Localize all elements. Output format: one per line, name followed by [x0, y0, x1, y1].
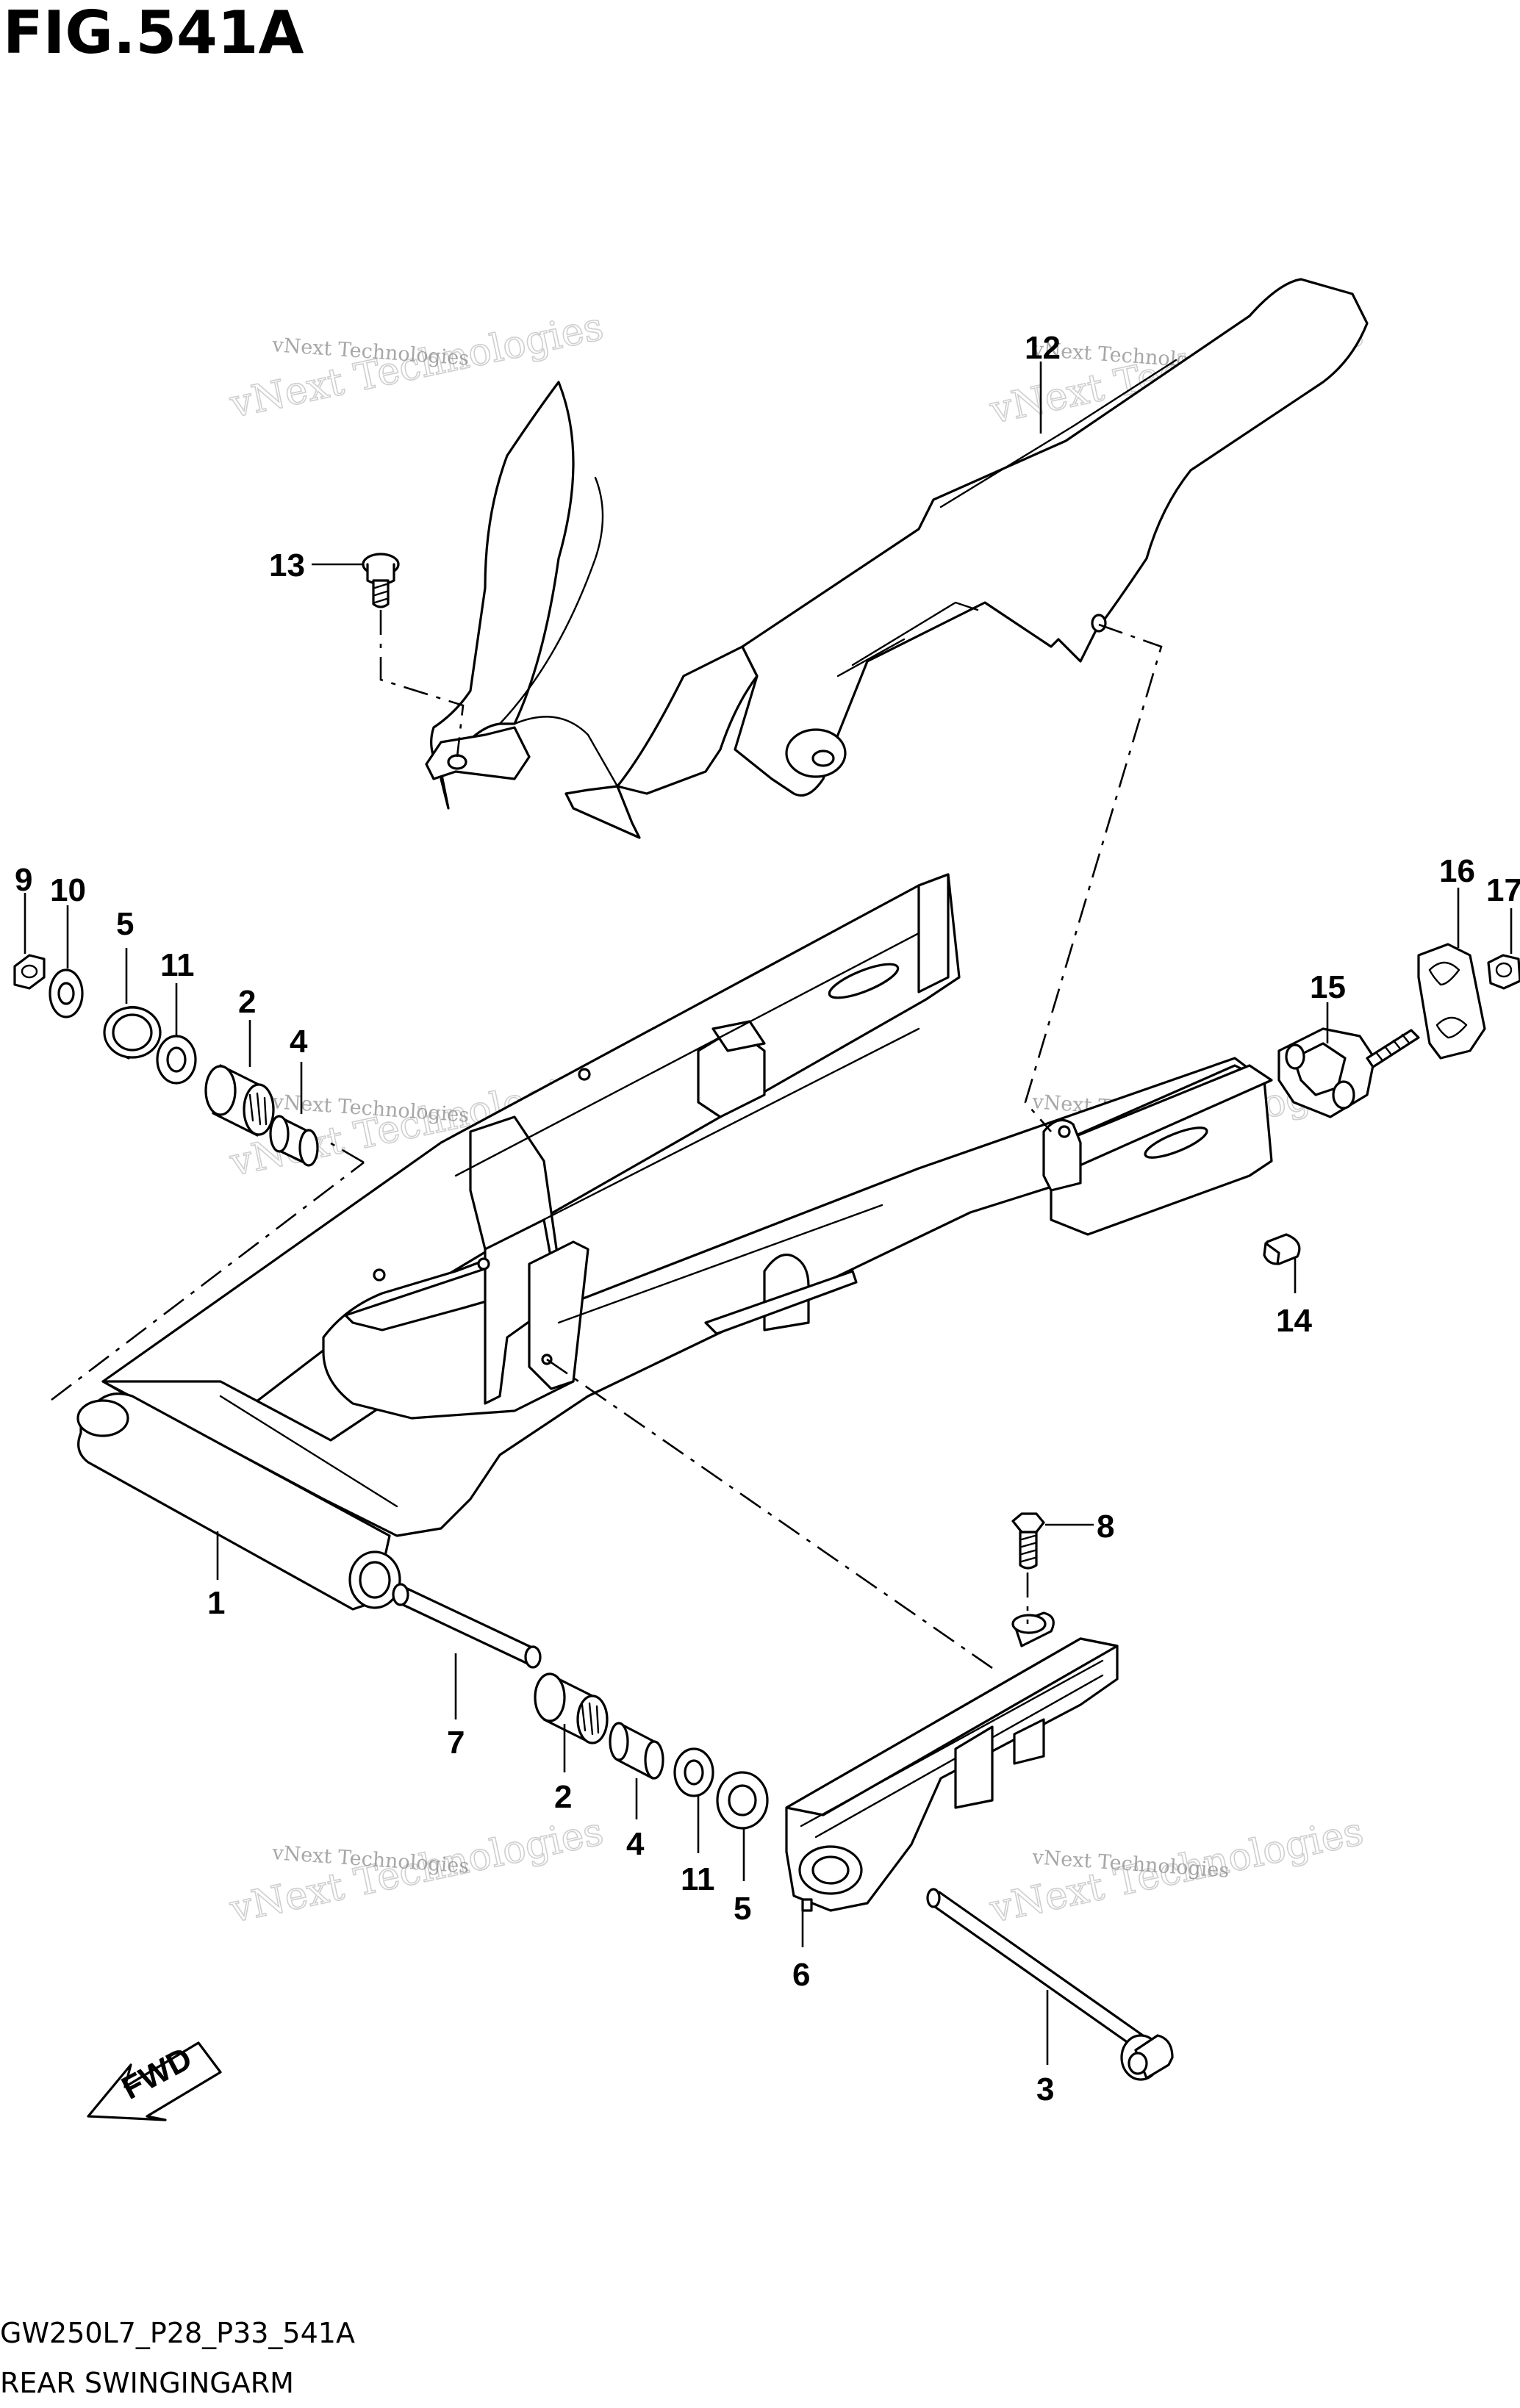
callout-label: 7	[447, 1725, 465, 1761]
swingarm-part	[76, 873, 1273, 1611]
pivot-bolt-3-part	[926, 1888, 1174, 2081]
chain-buffer-part	[785, 1611, 1119, 1912]
callout-17: 17	[1486, 872, 1520, 954]
figure-title: FIG.541A	[3, 0, 304, 67]
callout-11-right: 11	[681, 1796, 715, 1897]
forward-arrow-icon	[87, 2041, 222, 2121]
callout-label: 16	[1439, 853, 1475, 889]
callout-label: 11	[681, 1861, 715, 1897]
callout-label: 5	[734, 1891, 751, 1927]
callout-label: 2	[238, 984, 256, 1020]
chain-cover-part	[425, 278, 1369, 839]
callout-label: 17	[1486, 872, 1520, 908]
assembly-line-buffer	[546, 1358, 993, 1670]
callout-label: 2	[554, 1779, 572, 1815]
callout-2-left: 2	[238, 984, 256, 1067]
callout-label: 5	[116, 906, 134, 942]
swingarm-dashed-left	[51, 1161, 365, 1401]
callout-11-left: 11	[160, 947, 195, 1036]
callout-label: 3	[1036, 2071, 1054, 2107]
model-code: GW250L7_P28_P33_541A	[0, 2317, 355, 2349]
callout-label: 13	[269, 547, 305, 583]
left-pivot-stack	[13, 954, 319, 1167]
callout-15: 15	[1310, 969, 1346, 1043]
bolt-13-part	[362, 553, 400, 608]
callout-label: 15	[1310, 969, 1346, 1005]
callout-7: 7	[447, 1653, 465, 1761]
chain-adjuster-15-part	[1277, 1027, 1420, 1118]
callout-5-left: 5	[116, 906, 134, 1004]
callout-label: 12	[1025, 330, 1061, 366]
callout-label: 10	[50, 872, 86, 908]
swingarm-dashed-rear	[323, 1137, 365, 1164]
callout-label: 11	[160, 947, 195, 983]
callout-label: 4	[626, 1826, 645, 1862]
adjuster-plate-16-part	[1417, 943, 1486, 1060]
callout-10: 10	[50, 872, 86, 968]
screw-14-part	[1263, 1233, 1301, 1265]
callout-8: 8	[1045, 1509, 1114, 1545]
callout-label: 1	[207, 1585, 225, 1621]
callout-label: 14	[1276, 1303, 1312, 1339]
callout-label: 9	[15, 862, 32, 898]
pivot-pipe-7	[395, 1586, 538, 1666]
callout-4-left: 4	[290, 1024, 308, 1114]
callout-label: 4	[290, 1024, 308, 1060]
watermark-bottom-right: vNext Technologies vNext Technologies	[985, 1809, 1367, 1933]
callout-16: 16	[1439, 853, 1475, 948]
callout-4-right: 4	[626, 1778, 645, 1862]
callout-3: 3	[1036, 1990, 1054, 2107]
bolt-8-part	[1011, 1512, 1045, 1570]
callout-12: 12	[1025, 330, 1061, 434]
callout-label: 6	[792, 1957, 810, 1993]
nut-9	[13, 954, 46, 990]
watermark-bottom-left: vNext Technologies vNext Technologies	[225, 1809, 607, 1933]
assembly-line-12-14	[1024, 623, 1163, 1132]
callout-2-right: 2	[554, 1724, 572, 1815]
callout-5-right: 5	[734, 1828, 751, 1927]
fwd-direction-marker: FWD	[87, 2041, 222, 2121]
callout-9: 9	[15, 862, 32, 954]
assembly-line-13	[379, 610, 465, 758]
callout-6: 6	[792, 1911, 810, 1993]
callout-label: 8	[1097, 1509, 1114, 1545]
section-name: REAR SWINGINGARM	[0, 2367, 294, 2399]
callout-1: 1	[207, 1531, 225, 1621]
callout-13: 13	[269, 547, 363, 583]
right-pivot-stack	[392, 1583, 769, 1830]
nut-17-part	[1487, 954, 1520, 990]
callout-14: 14	[1276, 1258, 1312, 1339]
